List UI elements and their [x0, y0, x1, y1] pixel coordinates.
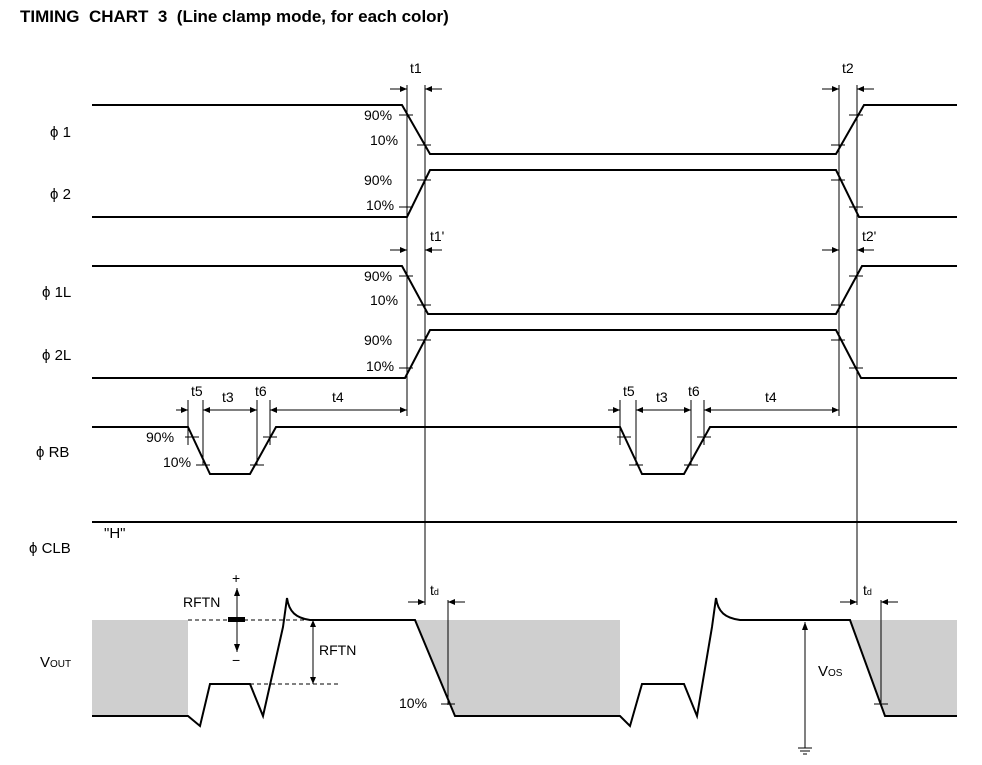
- pct-90-phi2l: 90%: [364, 332, 392, 348]
- pct-90-phirb: 90%: [146, 429, 174, 445]
- timing-t5-left: t5: [191, 383, 203, 399]
- rftn-label-right: RFTN: [319, 642, 356, 658]
- timing-t6-left: t6: [255, 383, 267, 399]
- timing-t2-prime: t2': [862, 228, 876, 244]
- phi1-waveform: [92, 104, 957, 155]
- timing-t1-prime: t1': [430, 228, 444, 244]
- pct-90-phi1l: 90%: [364, 268, 392, 284]
- timing-t3-left: t3: [222, 389, 234, 405]
- vout-waveform: [92, 597, 957, 728]
- pct-10-phi2l: 10%: [366, 358, 394, 374]
- h-level-label: "H": [104, 525, 125, 542]
- label-phi1l: ϕ 1L: [42, 284, 71, 301]
- pct-10-vout: 10%: [399, 695, 427, 711]
- phi1l-waveform: [92, 265, 957, 315]
- threshold-ticks: [185, 114, 888, 705]
- label-phiclb: ϕ CLB: [29, 540, 71, 557]
- pct-90-phi1: 90%: [364, 107, 392, 123]
- label-phi2: ϕ 2: [50, 186, 71, 203]
- timing-td-left: td: [430, 582, 439, 598]
- pct-10-phi1l: 10%: [370, 292, 398, 308]
- label-vout: VOUT: [40, 654, 71, 671]
- rftn-label-left: RFTN: [183, 594, 220, 610]
- pct-10-phirb: 10%: [163, 454, 191, 470]
- timing-t4-right: t4: [765, 389, 777, 405]
- phi2l-waveform: [92, 329, 957, 379]
- timing-t6-right: t6: [688, 383, 700, 399]
- timing-t4-left: t4: [332, 389, 344, 405]
- chart-title: TIMING CHART 3 (Line clamp mode, for eac…: [20, 7, 449, 26]
- dimension-arrows: [176, 86, 898, 755]
- timing-t2: t2: [842, 60, 854, 76]
- label-phi2l: ϕ 2L: [42, 347, 71, 364]
- rftn-plus-sign: +: [232, 570, 240, 586]
- phi2-waveform: [92, 169, 957, 218]
- timing-t5-right: t5: [623, 383, 635, 399]
- phirb-waveform: [92, 426, 957, 475]
- pct-10-phi2: 10%: [366, 197, 394, 213]
- vos-label: VOS: [818, 663, 843, 680]
- label-phi1: ϕ 1: [50, 124, 71, 141]
- timing-t1: t1: [410, 60, 422, 76]
- rftn-minus-sign: −: [232, 652, 240, 668]
- label-phirb: ϕ RB: [36, 444, 69, 461]
- pct-10-phi1: 10%: [370, 132, 398, 148]
- timing-td-right: td: [863, 582, 872, 598]
- timing-t3-right: t3: [656, 389, 668, 405]
- pct-90-phi2: 90%: [364, 172, 392, 188]
